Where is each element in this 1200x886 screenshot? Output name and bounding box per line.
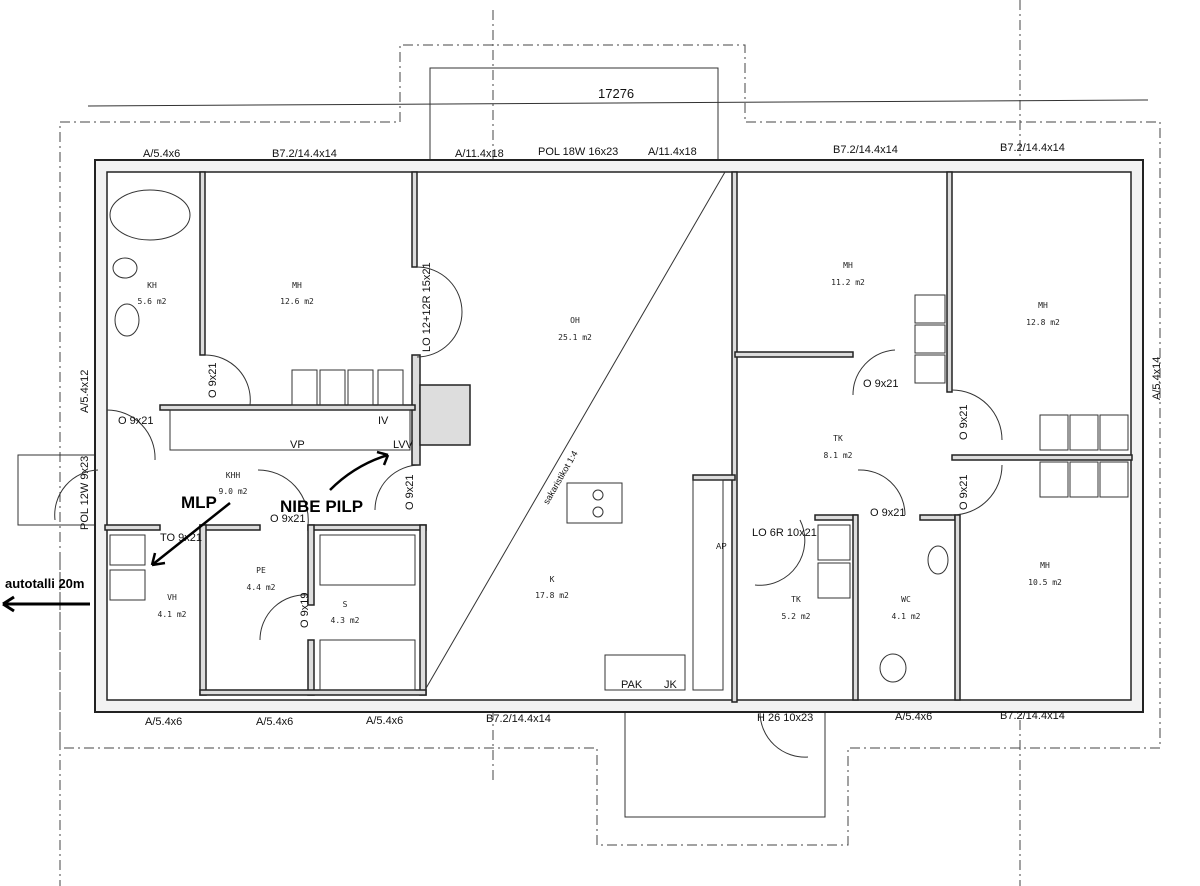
room-area: 5.2 m2 — [782, 612, 811, 621]
door-label: O 9x21 — [870, 507, 905, 519]
window-label: A/11.4x18 — [455, 148, 504, 160]
dimension-label: 17276 — [598, 86, 634, 101]
room-area: 17.8 m2 — [535, 591, 569, 600]
window-labels-bottom: A/5.4x6 A/5.4x6 A/5.4x6 B7.2/14.4x14 H 2… — [145, 710, 1065, 728]
arrow-icon — [150, 502, 231, 567]
garage-annotation: autotalli 20m — [5, 576, 84, 591]
room-area: 8.1 m2 — [824, 451, 853, 460]
porch-bottom — [624, 711, 826, 818]
dimension-line — [87, 99, 1149, 107]
sink-icon — [927, 545, 949, 575]
arrow-icon — [329, 450, 390, 491]
window-label: A/11.4x18 — [648, 146, 697, 158]
room-name: KH — [147, 281, 157, 290]
kitchen-units — [604, 479, 724, 691]
room-name: MH — [1038, 301, 1048, 310]
room-area: 4.3 m2 — [331, 616, 360, 625]
window-label: A/5.4x6 — [366, 715, 403, 727]
fixture-label: JK — [664, 679, 678, 691]
toilet-icon — [112, 257, 138, 279]
toilet-icon — [879, 653, 907, 683]
room-area: 4.1 m2 — [158, 610, 187, 619]
window-label: B7.2/14.4x14 — [1000, 710, 1065, 722]
room-name: VH — [167, 593, 177, 602]
door-label: LO 6R 10x21 — [752, 527, 817, 539]
door-label: H 26 10x23 — [757, 712, 813, 724]
door-label: O 9x21 — [118, 415, 153, 427]
roof-outline — [59, 44, 1161, 846]
window-label: A/5.4x12 — [79, 370, 91, 413]
window-label: B7.2/14.4x14 — [1000, 142, 1065, 154]
interior-walls — [104, 171, 1133, 703]
wardrobe — [109, 294, 1129, 691]
window-labels-top: A/5.4x6 B7.2/14.4x14 A/11.4x18 POL 18W 1… — [143, 142, 1065, 160]
room-area: 4.1 m2 — [892, 612, 921, 621]
room-area: 5.6 m2 — [138, 297, 167, 306]
room-name: KHH — [226, 471, 241, 480]
window-label: A/5.4x14 — [1151, 357, 1163, 400]
window-label: A/5.4x6 — [895, 711, 932, 723]
door-label: O 9x21 — [404, 475, 416, 510]
interior-floor — [106, 171, 1132, 701]
window-label: A/5.4x6 — [145, 716, 182, 728]
kitchen-counter — [169, 409, 411, 451]
room-area: 25.1 m2 — [558, 333, 592, 342]
window-label: B7.2/14.4x14 — [486, 713, 551, 725]
door-label: O 9x21 — [958, 475, 970, 510]
window-label: POL 18W 16x23 — [538, 146, 618, 158]
door-label: O 9x21 — [207, 363, 219, 398]
door-label: O 9x21 — [863, 378, 898, 390]
sink-icon — [114, 303, 140, 337]
room-area: 10.5 m2 — [1028, 578, 1062, 587]
mlp-annotation: MLP — [181, 493, 217, 512]
window-label: A/5.4x6 — [256, 716, 293, 728]
roof-truss-line — [424, 171, 726, 691]
nibe-annotation: NIBE PILP — [280, 497, 363, 516]
fixture-label: LVV — [393, 439, 414, 451]
room-name: K — [550, 575, 555, 584]
room-area: 4.4 m2 — [247, 583, 276, 592]
room-name: PE — [256, 566, 266, 575]
room-labels: KH 5.6 m2 MH 12.6 m2 OH 25.1 m2 MH 11.2 … — [138, 261, 1062, 625]
room-name: S — [343, 600, 348, 609]
fixture-label: PAK — [621, 679, 643, 691]
bathtub-icon — [109, 189, 191, 241]
window-label: A/5.4x6 — [143, 148, 180, 160]
room-name: OH — [570, 316, 580, 325]
door-label: O 9x19 — [299, 593, 311, 628]
fixture-label: AP — [716, 542, 727, 551]
room-name: MH — [1040, 561, 1050, 570]
door-label: LO 12+12R 15x21 — [421, 262, 433, 352]
wardrobe — [291, 369, 404, 406]
room-area: 12.8 m2 — [1026, 318, 1060, 327]
room-name: TK — [791, 595, 801, 604]
door-swings — [54, 266, 1003, 758]
door-label: O 9x21 — [270, 513, 305, 525]
fixture-labels: VP IV LVV AP PAK JK — [290, 415, 727, 691]
room-name: WC — [901, 595, 911, 604]
fixture-label: IV — [378, 415, 389, 427]
door-labels: O 9x21 O 9x21 LO 12+12R 15x21 O 9x21 O 9… — [118, 262, 970, 628]
window-label: B7.2/14.4x14 — [833, 144, 898, 156]
door-label: O 9x21 — [958, 405, 970, 440]
stove-icon — [566, 482, 623, 524]
room-name: TK — [833, 434, 843, 443]
room-area: 11.2 m2 — [831, 278, 865, 287]
door-label: POL 12W 9x23 — [79, 456, 91, 530]
room-area: 9.0 m2 — [219, 487, 248, 496]
room-name: MH — [843, 261, 853, 270]
fixture-label: VP — [290, 439, 305, 451]
room-area: 12.6 m2 — [280, 297, 314, 306]
arrow-left-icon — [2, 595, 90, 613]
window-label: B7.2/14.4x14 — [272, 148, 337, 160]
room-name: MH — [292, 281, 302, 290]
